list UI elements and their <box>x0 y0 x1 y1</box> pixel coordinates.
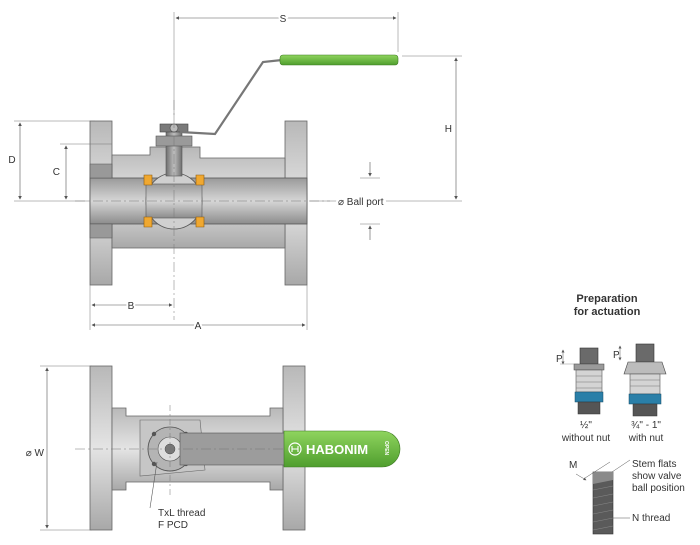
m-label: M <box>569 460 577 471</box>
seat-left-top <box>143 174 153 186</box>
section-view <box>75 54 399 320</box>
dim-label-s: S <box>280 14 287 25</box>
brand-name: HABONIM <box>306 442 368 457</box>
dimension-d: D <box>8 120 95 202</box>
stem-without-nut: P <box>556 347 605 415</box>
dim-label-a: A <box>195 321 202 332</box>
dim-label-d: D <box>8 155 15 166</box>
top-view: HABONIM OPEN <box>75 365 401 531</box>
dimension-s: S <box>173 12 399 118</box>
habonim-logo-icon <box>288 442 302 456</box>
dim-label-b: B <box>128 301 135 312</box>
actuation-panel: Preparation for actuation P P <box>556 293 685 535</box>
dim-label-h: H <box>445 124 452 135</box>
open-mark: OPEN <box>383 441 389 456</box>
dimension-h: H <box>310 55 462 202</box>
dimension-c: C <box>53 143 112 200</box>
without-nut-label: without nut <box>561 433 611 444</box>
dimension-ball-port: ⌀ Ball port <box>336 162 386 240</box>
with-nut-label: with nut <box>628 433 664 444</box>
dim-label-ball-port: ⌀ Ball port <box>338 197 384 208</box>
stem-with-nut: P <box>613 343 667 417</box>
top-left-flange <box>89 365 113 531</box>
handle-grip <box>279 54 399 66</box>
thread-callout: TxL thread F PCD <box>149 461 205 531</box>
stem-flats-label-1: Stem flats <box>632 459 676 470</box>
thread-label-pcd: F PCD <box>158 520 188 531</box>
stem-detail: M <box>569 459 631 535</box>
dimension-a: A <box>91 285 308 334</box>
size-range-label: ¾" - 1" <box>631 420 661 431</box>
dimension-b: B <box>89 285 173 330</box>
p-label-half: P <box>556 354 563 365</box>
seat-right-bottom <box>195 216 205 228</box>
seat-right-top <box>195 174 205 186</box>
seat-left-bottom <box>143 216 153 228</box>
thread-label-txl: TxL thread <box>158 508 205 519</box>
size-half-label: ½" <box>580 420 592 431</box>
n-thread-label: N thread <box>632 513 670 524</box>
actuation-title-1: Preparation <box>576 293 637 305</box>
top-handle-grip <box>283 430 401 468</box>
stem-flats-label-2: show valve <box>632 471 682 482</box>
actuation-title-2: for actuation <box>574 306 641 318</box>
p-label-range: P <box>613 350 620 361</box>
handle-lever <box>179 58 283 136</box>
dim-label-c: C <box>53 167 60 178</box>
dim-label-w: ⌀ W <box>26 448 45 459</box>
dimension-w: ⌀ W <box>26 365 92 531</box>
stem-flats-label-3: ball position <box>632 483 685 494</box>
